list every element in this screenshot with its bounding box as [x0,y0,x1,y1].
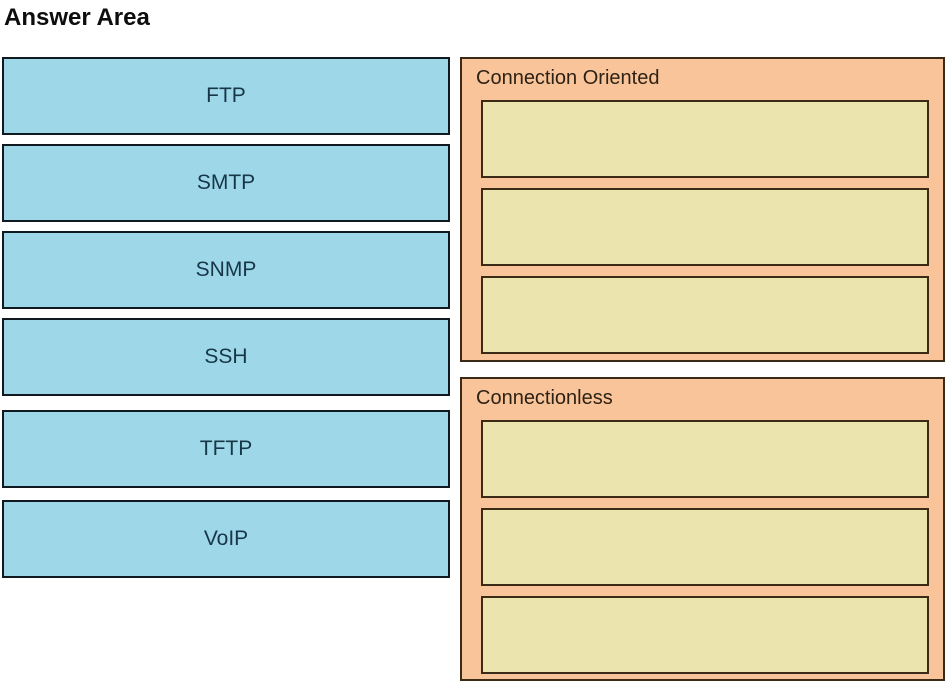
drag-item-snmp[interactable]: SNMP [2,231,450,309]
page-title: Answer Area [4,4,150,31]
drop-slot-connection-oriented-1[interactable] [481,100,929,178]
drop-slot-connectionless-2[interactable] [481,508,929,586]
drop-group-connection-oriented-label: Connection Oriented [476,67,660,89]
drop-slot-connectionless-3[interactable] [481,596,929,674]
drop-slot-connection-oriented-3[interactable] [481,276,929,354]
drop-slot-connectionless-1[interactable] [481,420,929,498]
drop-group-connectionless-label: Connectionless [476,387,613,409]
drag-item-ftp[interactable]: FTP [2,57,450,135]
drop-slot-connection-oriented-2[interactable] [481,188,929,266]
drag-item-voip[interactable]: VoIP [2,500,450,578]
drag-item-tftp[interactable]: TFTP [2,410,450,488]
drag-item-ssh[interactable]: SSH [2,318,450,396]
drop-group-connection-oriented: Connection Oriented [460,57,945,362]
drop-group-connectionless: Connectionless [460,377,945,681]
drag-item-smtp[interactable]: SMTP [2,144,450,222]
